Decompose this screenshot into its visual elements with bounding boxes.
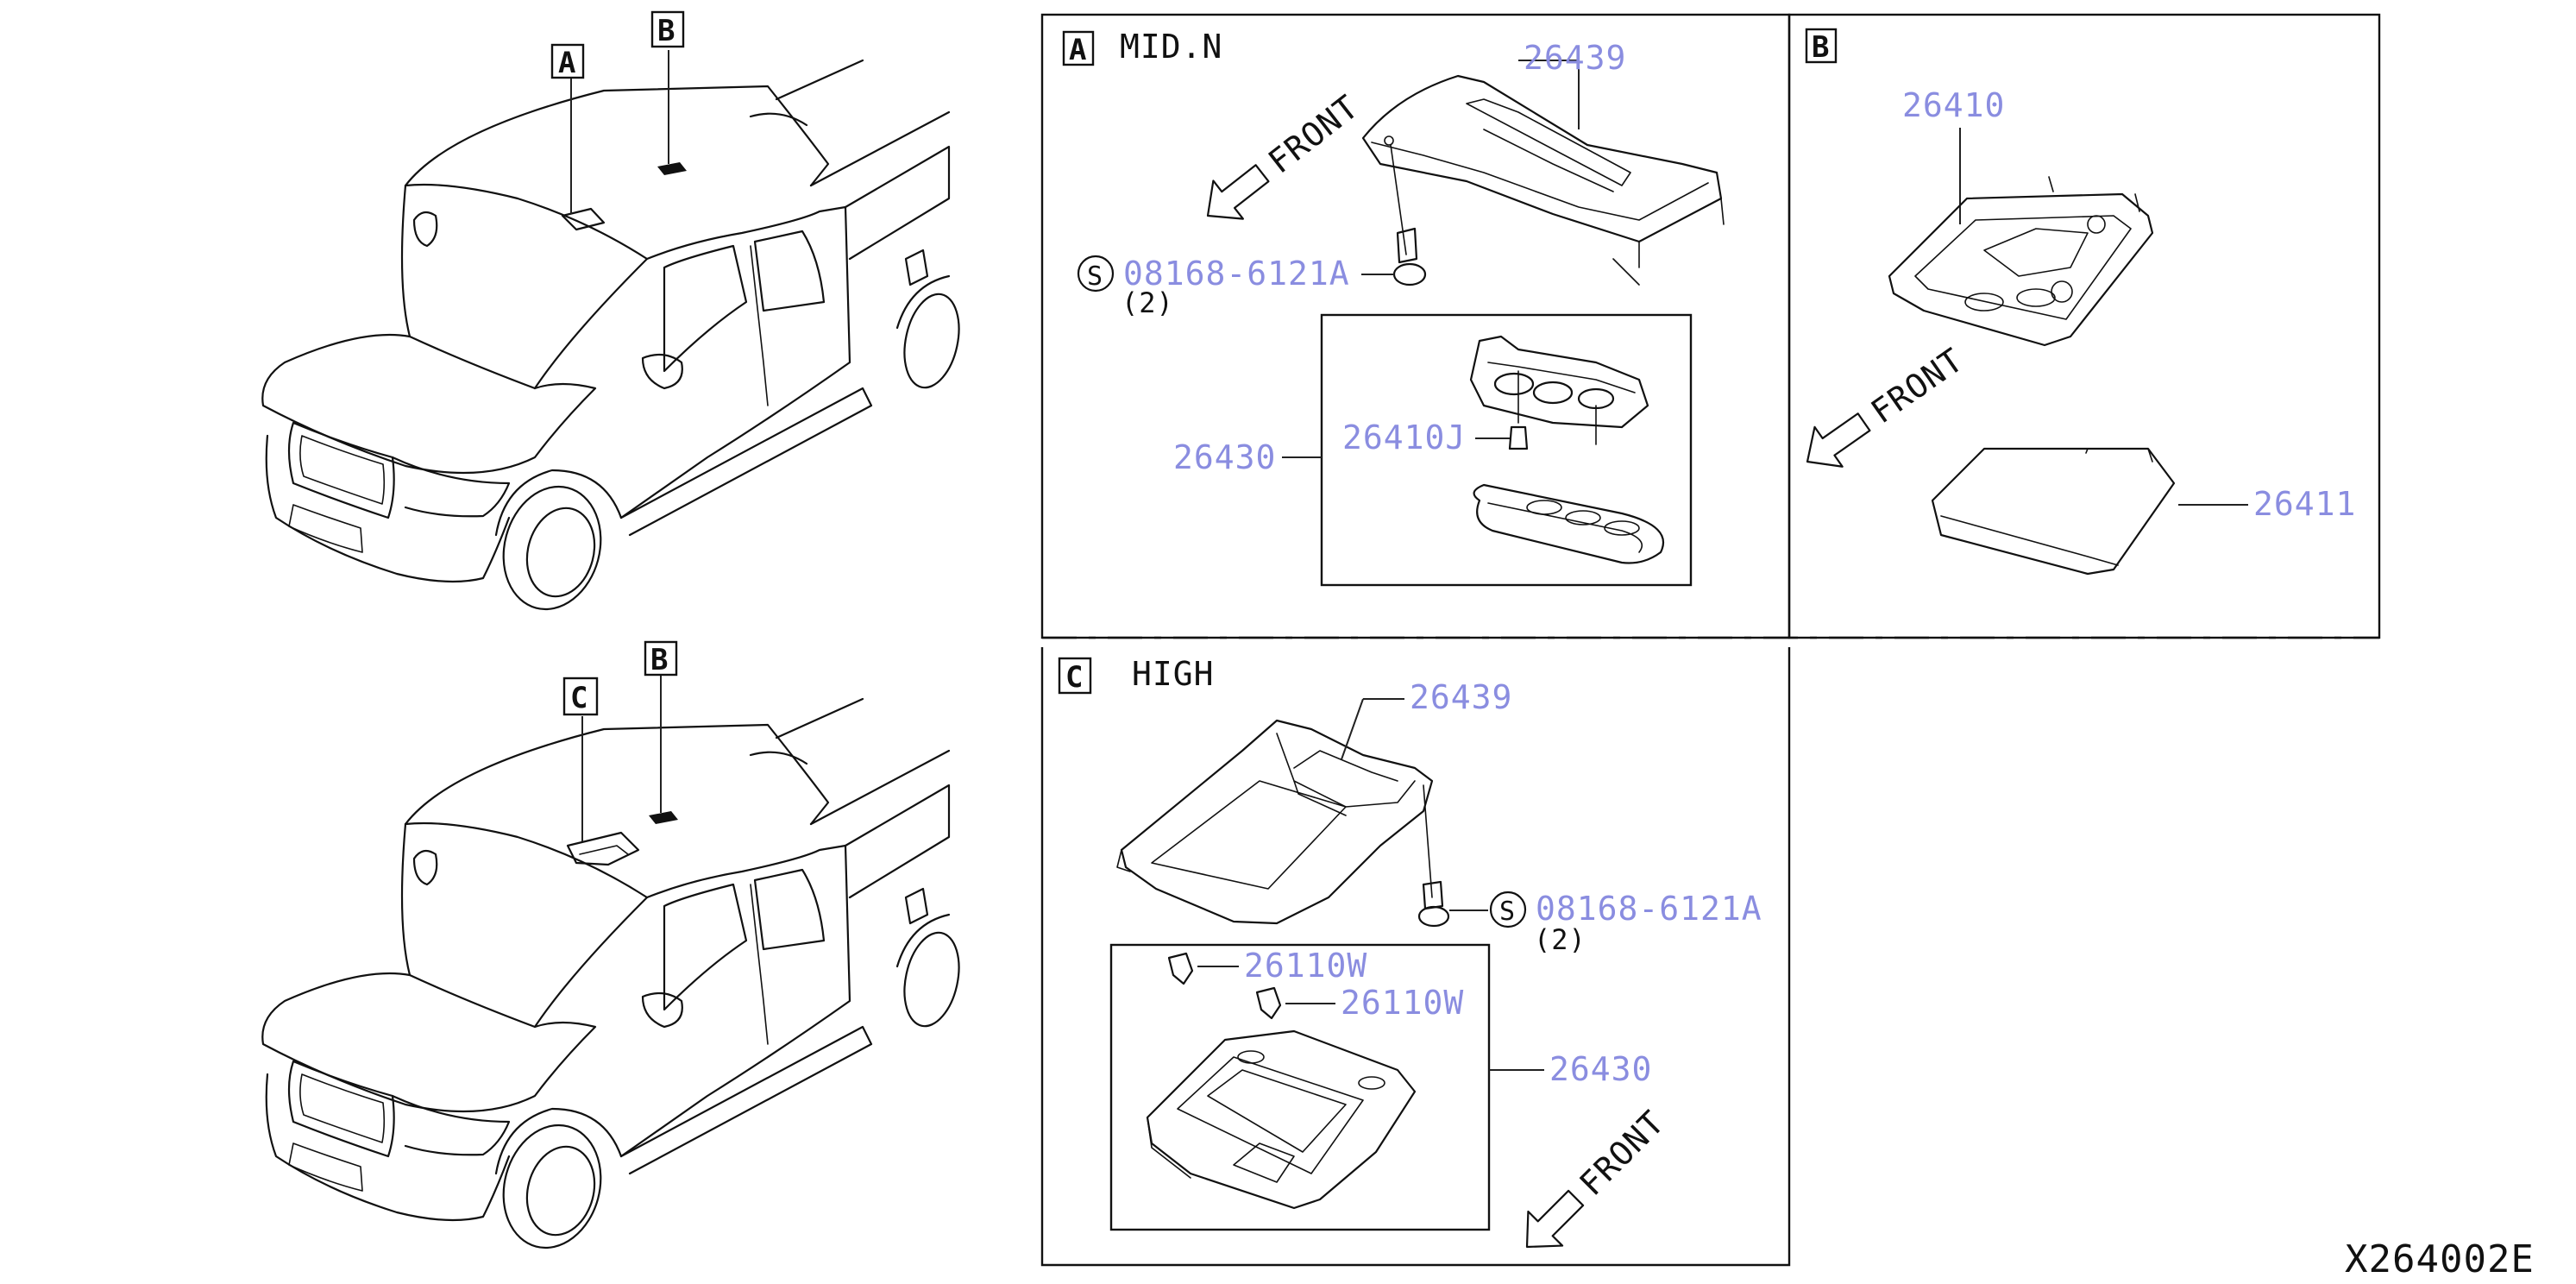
panel-c-clip-1 bbox=[1167, 952, 1194, 985]
diagram-code: X264002E bbox=[2345, 1237, 2535, 1281]
panel-a: A MID.N FRONT 26439 S 08168-612 bbox=[1062, 28, 1725, 587]
panel-c-tag-box bbox=[1058, 657, 1092, 695]
tag-c-box bbox=[562, 677, 599, 716]
panel-a-screw-symbol bbox=[1077, 255, 1115, 293]
panel-c-screw-qty: (2) bbox=[1534, 923, 1586, 956]
panel-a-bulb bbox=[1508, 425, 1529, 450]
panel-b-front-label: FRONT bbox=[1864, 341, 1970, 431]
panel-b-part-26410: 26410 bbox=[1902, 86, 2005, 124]
panel-c-tag: C bbox=[1065, 660, 1083, 695]
panel-a-front-arrow: FRONT bbox=[1206, 87, 1366, 220]
panel-a-title: MID.N bbox=[1120, 28, 1222, 66]
panel-a-screw bbox=[1390, 144, 1427, 286]
panel-b-front-arrow: FRONT bbox=[1806, 341, 1970, 468]
panel-a-part-26410j: 26410J bbox=[1342, 419, 1466, 456]
panel-b-lamp-housing bbox=[1888, 176, 2154, 347]
panel-b-lens bbox=[1931, 447, 2176, 576]
panel-c-front-arrow: FRONT bbox=[1525, 1104, 1672, 1249]
panel-c-part-26430: 26430 bbox=[1549, 1050, 1652, 1088]
panel-c-screw bbox=[1422, 880, 1444, 910]
panel-c-clip-2 bbox=[1255, 986, 1282, 1020]
panel-b: B 26410 FRONT 26411 bbox=[1805, 28, 2356, 576]
panel-c-inset-box bbox=[1109, 943, 1491, 1231]
panel-b-frame bbox=[1787, 13, 2381, 639]
truck-view-bottom: C B bbox=[261, 640, 968, 1260]
panel-a-part-26439: 26439 bbox=[1524, 39, 1626, 77]
panel-a-tag: A bbox=[1069, 33, 1086, 67]
panel-c-part-26110w-1: 26110W bbox=[1244, 947, 1367, 985]
tag-b-box-bottom bbox=[644, 640, 678, 677]
tag-b-label: B bbox=[657, 14, 675, 48]
panel-c-frame bbox=[1040, 647, 1791, 1267]
panel-c-screw-symbol bbox=[1489, 891, 1527, 928]
panel-b-part-26411: 26411 bbox=[2253, 485, 2356, 523]
panel-b-tag-box bbox=[1805, 28, 1838, 64]
panel-c-console bbox=[1146, 1029, 1417, 1210]
panel-a-part-26430: 26430 bbox=[1173, 438, 1276, 476]
svg-text:S: S bbox=[1087, 261, 1103, 292]
tag-b-label-bottom: B bbox=[650, 643, 668, 677]
tag-a-label: A bbox=[558, 46, 575, 80]
panel-a-lamp-lens bbox=[1473, 483, 1665, 564]
panel-c-screw-part: 08168-6121A bbox=[1536, 890, 1762, 928]
bracket-26439 bbox=[1361, 74, 1725, 286]
panel-a-inset-box bbox=[1320, 313, 1693, 587]
panel-a-tag-box bbox=[1062, 30, 1095, 66]
panel-a-screw-qty: (2) bbox=[1122, 286, 1174, 319]
panel-a-frame bbox=[1040, 13, 1791, 639]
panel-c: C HIGH 26439 S 08168-6121A (2) 26430 261… bbox=[1058, 655, 1762, 1249]
truck-view-top: A B bbox=[261, 10, 968, 621]
panel-c-front-label: FRONT bbox=[1572, 1104, 1672, 1204]
panel-a-front-label: FRONT bbox=[1261, 87, 1366, 180]
panel-c-part-26110w-2: 26110W bbox=[1341, 984, 1464, 1022]
tag-c-label: C bbox=[570, 681, 587, 715]
tag-a-box bbox=[550, 43, 585, 79]
panel-a-lamp-housing bbox=[1469, 335, 1649, 445]
panel-b-tag: B bbox=[1812, 30, 1829, 65]
panel-c-part-26439: 26439 bbox=[1410, 678, 1512, 716]
panel-a-screw-part: 08168-6121A bbox=[1123, 255, 1350, 293]
tag-b-box bbox=[650, 10, 685, 48]
panel-c-title: HIGH bbox=[1132, 655, 1215, 693]
panel-c-bracket bbox=[1116, 719, 1434, 925]
svg-text:S: S bbox=[1499, 897, 1516, 927]
